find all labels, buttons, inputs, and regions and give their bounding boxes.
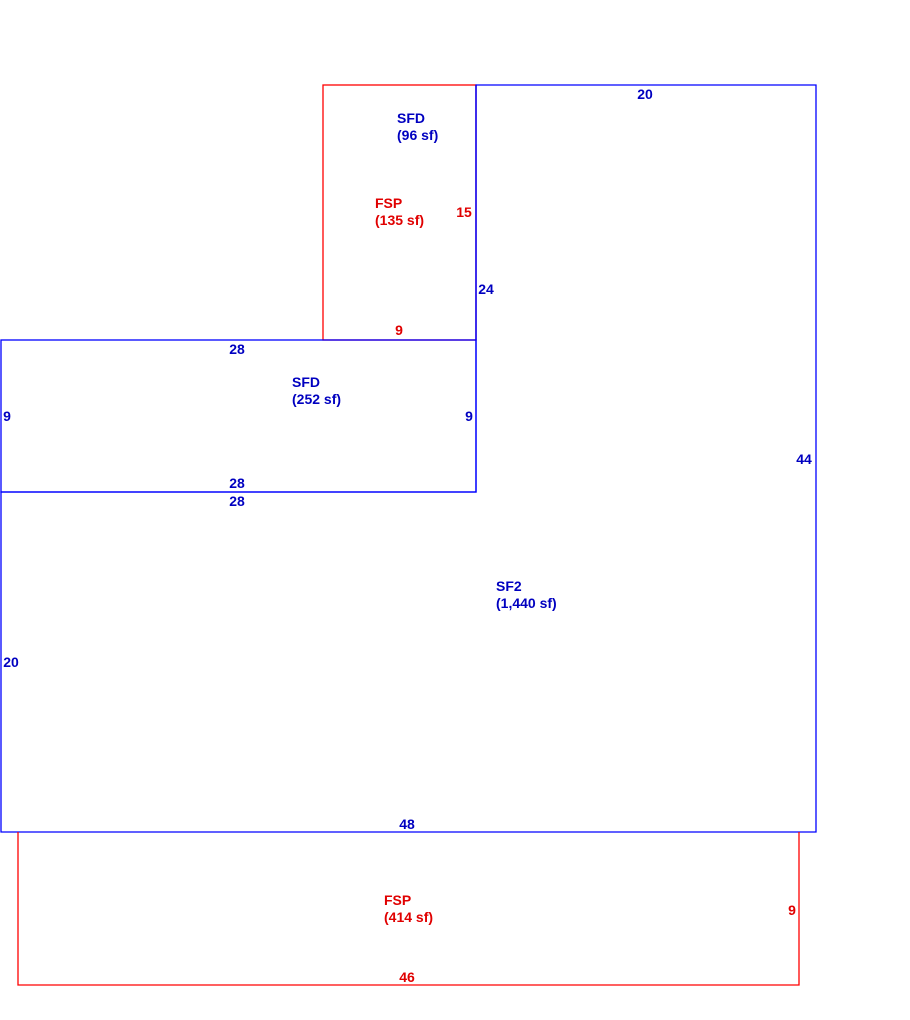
dim-sfd-mid-bottom: 28	[229, 475, 245, 491]
sfd-mid-code: SFD	[292, 374, 320, 390]
fsp-bottom-outline	[17, 832, 800, 986]
dim-sf2-top: 20	[637, 86, 653, 102]
fsp-top-area: (135 sf)	[375, 212, 424, 228]
dim-sfd-mid-left: 9	[3, 408, 11, 424]
sfd-top-area: (96 sf)	[397, 127, 438, 143]
dim-fsp-bottom-right: 9	[788, 902, 796, 918]
dim-sfd-mid-top: 28	[229, 341, 245, 357]
fsp-top-code: FSP	[375, 195, 402, 211]
dim-sf2-left: 20	[3, 654, 19, 670]
fsp-bottom-code: FSP	[384, 892, 411, 908]
fsp-bottom-area: (414 sf)	[384, 909, 433, 925]
dim-sfd-top-right: 24	[478, 281, 494, 297]
sf2-area: (1,440 sf)	[496, 595, 557, 611]
sf2-outline	[0, 84, 817, 833]
dim-fsp-bottom-bottom: 46	[399, 969, 415, 985]
sfd-top-code: SFD	[397, 110, 425, 126]
dim-fsp-top-bottom: 9	[395, 322, 403, 338]
dim-fsp-top-right: 15	[456, 204, 472, 220]
dim-sf2-bottom: 48	[399, 816, 415, 832]
sf2-code: SF2	[496, 578, 522, 594]
dim-sf2-upper-left-edge: 28	[229, 493, 245, 509]
sfd-mid-outline	[0, 339, 477, 493]
dim-sf2-right: 44	[796, 451, 812, 467]
dim-sfd-mid-right: 9	[465, 408, 473, 424]
sfd-mid-area: (252 sf)	[292, 391, 341, 407]
